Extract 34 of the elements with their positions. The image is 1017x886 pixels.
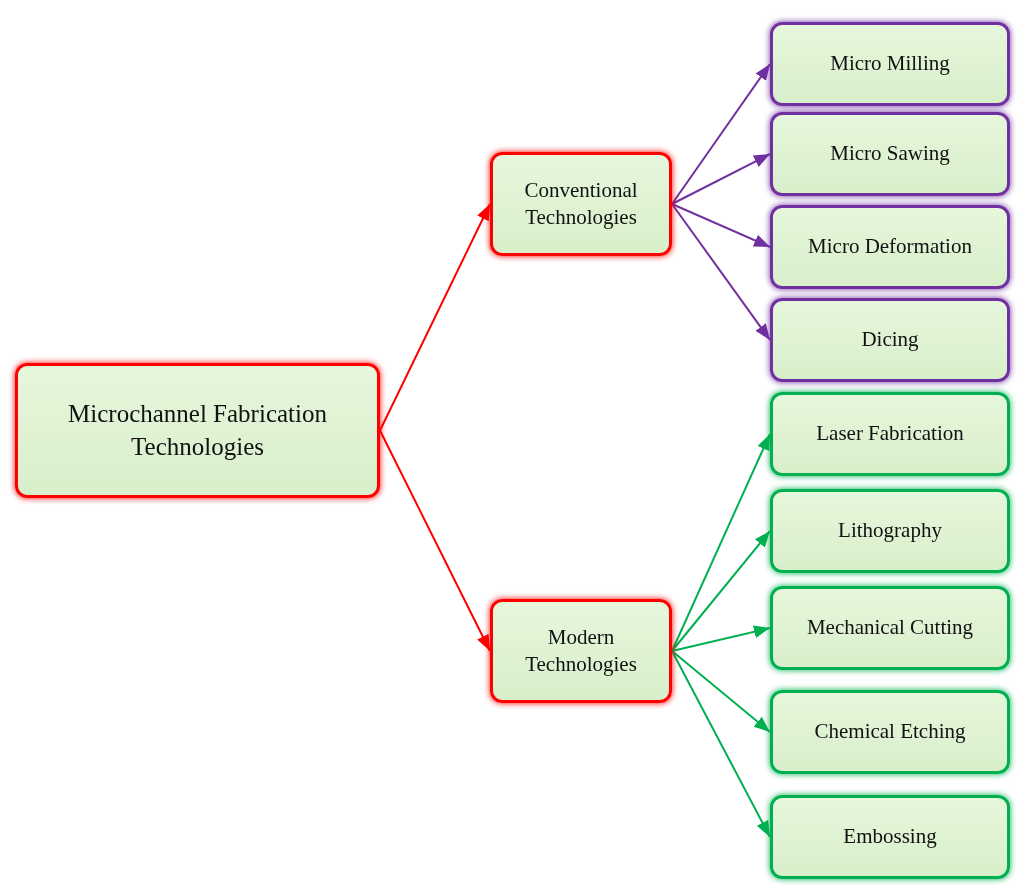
arrow xyxy=(671,153,771,205)
process-box xyxy=(770,112,1010,196)
node-label: Micro Deformation xyxy=(808,233,972,261)
node-label: Lithography xyxy=(838,517,942,545)
process-box xyxy=(770,22,1010,106)
node-label: Modern Technologies xyxy=(524,623,638,678)
process-box xyxy=(15,363,380,498)
node-label: Embossing xyxy=(843,823,937,851)
arrow xyxy=(671,650,771,838)
arrow xyxy=(379,429,491,652)
process-box xyxy=(770,489,1010,573)
process-box xyxy=(770,586,1010,670)
arrow xyxy=(379,203,491,432)
node-label: Dicing xyxy=(861,326,919,354)
process-box xyxy=(490,152,672,256)
process-box xyxy=(770,205,1010,289)
arrow xyxy=(671,530,771,652)
node-label: Mechanical Cutting xyxy=(806,614,974,642)
process-box xyxy=(770,795,1010,879)
process-box xyxy=(770,690,1010,774)
node-label: Micro Sawing xyxy=(830,140,950,168)
arrow xyxy=(671,625,771,652)
arrow xyxy=(671,63,771,205)
node-label: Laser Fabrication xyxy=(816,420,964,448)
node-label: Chemical Etching xyxy=(814,718,966,746)
node-label: Conventional Technologies xyxy=(523,176,639,231)
process-box xyxy=(770,392,1010,476)
node-label: Microchannel Fabrication Technologies xyxy=(67,399,328,462)
arrow xyxy=(671,650,771,733)
process-box xyxy=(490,599,672,703)
process-box xyxy=(770,298,1010,382)
arrow xyxy=(671,203,771,248)
arrow xyxy=(671,203,771,341)
node-label: Micro Milling xyxy=(830,50,950,78)
